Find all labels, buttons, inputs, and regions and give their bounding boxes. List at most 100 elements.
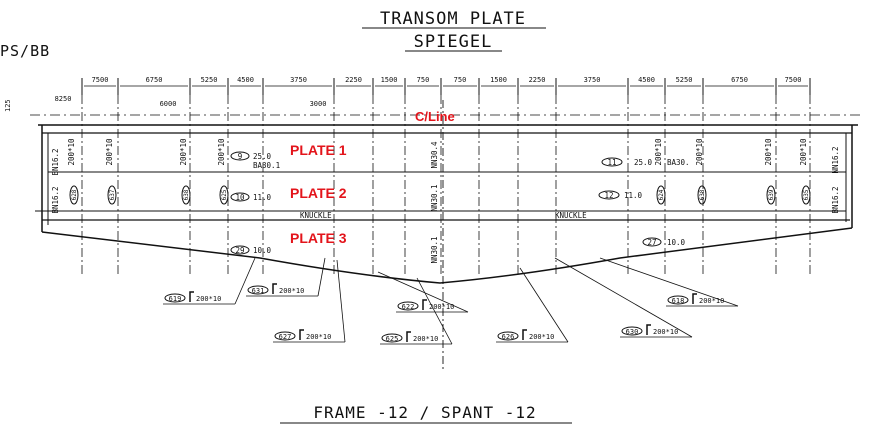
side-label: PS/BB: [0, 42, 50, 60]
callout-size: 200*10: [413, 335, 438, 343]
dimension-label: 2250: [345, 76, 362, 84]
leader-line: [416, 277, 453, 345]
edge-label: BN16.2: [51, 186, 60, 213]
plate-2-label: PLATE 2: [290, 185, 347, 201]
stiffener-id-circle: [69, 185, 79, 205]
leader-line: [554, 257, 693, 338]
callout-622: 622 200*10: [377, 271, 469, 313]
callout-id: 625: [386, 335, 399, 343]
callout-size: 200*10: [429, 303, 454, 311]
callout-size: 200*10: [699, 297, 724, 305]
callout-id: 631: [252, 287, 265, 295]
svg-text:12: 12: [604, 191, 613, 200]
knuckle-label-right: KNUCKLE: [555, 211, 587, 220]
svg-text:25.0: 25.0: [253, 152, 272, 161]
edge-label: NN30.1: [430, 236, 439, 263]
dimension-label: 4500: [237, 76, 254, 84]
edge-label: BN16.2: [51, 148, 60, 175]
callout-id: 630: [626, 328, 639, 336]
dimension-label: 8250: [55, 95, 72, 103]
callout-size: 200*10: [529, 333, 554, 341]
leader-line: [599, 257, 739, 307]
leader-line: [336, 259, 346, 343]
stiffener-size-label: 200*10: [764, 138, 773, 166]
svg-text:10.0: 10.0: [253, 246, 272, 255]
edge-label: NN30.4: [430, 141, 439, 169]
dimension-label: 4500: [638, 76, 655, 84]
svg-text:25.0: 25.0: [634, 158, 653, 167]
callout-id: 626: [502, 333, 515, 341]
stiffener-size-label: 200*10: [695, 138, 704, 166]
callout-id: 627: [279, 333, 292, 341]
dimension-label: 3750: [584, 76, 601, 84]
callout-627: 627 200*10: [273, 259, 346, 343]
stiffener-labels: 200*10628200*10637200*10638200*10625200*…: [67, 138, 811, 205]
frame-label: FRAME -12 / SPANT -12: [313, 403, 536, 422]
dimension-label: 2250: [529, 76, 546, 84]
leader-line: [519, 267, 569, 343]
stiffener-size-label: 200*10: [67, 138, 76, 166]
svg-text:BA30.: BA30.: [667, 158, 690, 167]
callout-625: 625 200*10: [380, 277, 453, 345]
svg-text:9: 9: [238, 152, 243, 161]
dimension-label: 7500: [92, 76, 109, 84]
stiffener-size-label: 200*10: [654, 138, 663, 166]
stiffener-id-circle: [656, 185, 666, 205]
dimension-label: 3750: [290, 76, 307, 84]
dimension-label: 750: [454, 76, 467, 84]
callout-size: 200*10: [196, 295, 221, 303]
edge-label: BN16.2: [831, 186, 840, 213]
stiffener-id: 635: [803, 189, 810, 200]
callout-size: 200*10: [279, 287, 304, 295]
stiffener-callouts: 619 200*10 631 200*10 627 200*10 622 200*10 625 2…: [163, 257, 739, 345]
plate-1-label: PLATE 1: [290, 142, 347, 158]
stiffener-size-label: 200*10: [179, 138, 188, 166]
dimension-label: 7500: [785, 76, 802, 84]
stiffener-size-label: 200*10: [105, 138, 114, 166]
dimension-label: 5250: [201, 76, 218, 84]
svg-text:10: 10: [235, 193, 245, 202]
stiffener-id: 637: [109, 189, 116, 200]
callout-id: 619: [169, 295, 182, 303]
stiffener-id: 628: [71, 189, 78, 200]
dimension-label: 1500: [381, 76, 398, 84]
title-line-2: SPIEGEL: [414, 32, 493, 52]
dimension-label: 3000: [310, 100, 327, 108]
leader-line: [377, 271, 469, 313]
hull-outline: [30, 100, 860, 370]
stiffener-size-label: 200*10: [217, 138, 226, 166]
svg-text:BA30.1: BA30.1: [253, 161, 280, 170]
dimension-label: 6000: [160, 100, 177, 108]
callout-631: 631 200*10: [246, 257, 326, 297]
svg-text:11.0: 11.0: [624, 191, 643, 200]
stiffener-id: 638: [183, 189, 190, 200]
svg-text:11: 11: [607, 158, 616, 167]
svg-text:29: 29: [235, 246, 244, 255]
stiffener-id-circle: [107, 185, 117, 205]
stiffener-size-label: 200*10: [799, 138, 808, 166]
callout-id: 622: [402, 303, 415, 311]
callout-626: 626 200*10: [496, 267, 569, 343]
dimension-label: 6750: [731, 76, 748, 84]
stiffener-id-circle: [219, 185, 229, 205]
edge-labels: BN16.2BN16.2NN30.4NN30.1NN30.1NN16.2BN16…: [51, 141, 840, 264]
centerline-label: C/Line: [415, 109, 455, 124]
edge-label: NN30.1: [430, 184, 439, 211]
dimension-label: 5250: [676, 76, 693, 84]
callout-618: 618 200*10: [599, 257, 739, 307]
svg-text:11.0: 11.0: [253, 193, 272, 202]
stiffener-id: 624: [658, 189, 665, 200]
dimension-label: 6750: [146, 76, 163, 84]
edge-label: NN16.2: [831, 146, 840, 173]
callout-id: 618: [672, 297, 685, 305]
callout-size: 200*10: [306, 333, 331, 341]
svg-text:10.0: 10.0: [667, 238, 686, 247]
stiffener-id: 638: [699, 189, 706, 200]
dimension-label: 750: [417, 76, 430, 84]
stiffener-id: 639: [768, 189, 775, 200]
stiffener-id-circle: [766, 185, 776, 205]
leader-line: [234, 257, 256, 305]
callout-619: 619 200*10: [163, 257, 256, 305]
